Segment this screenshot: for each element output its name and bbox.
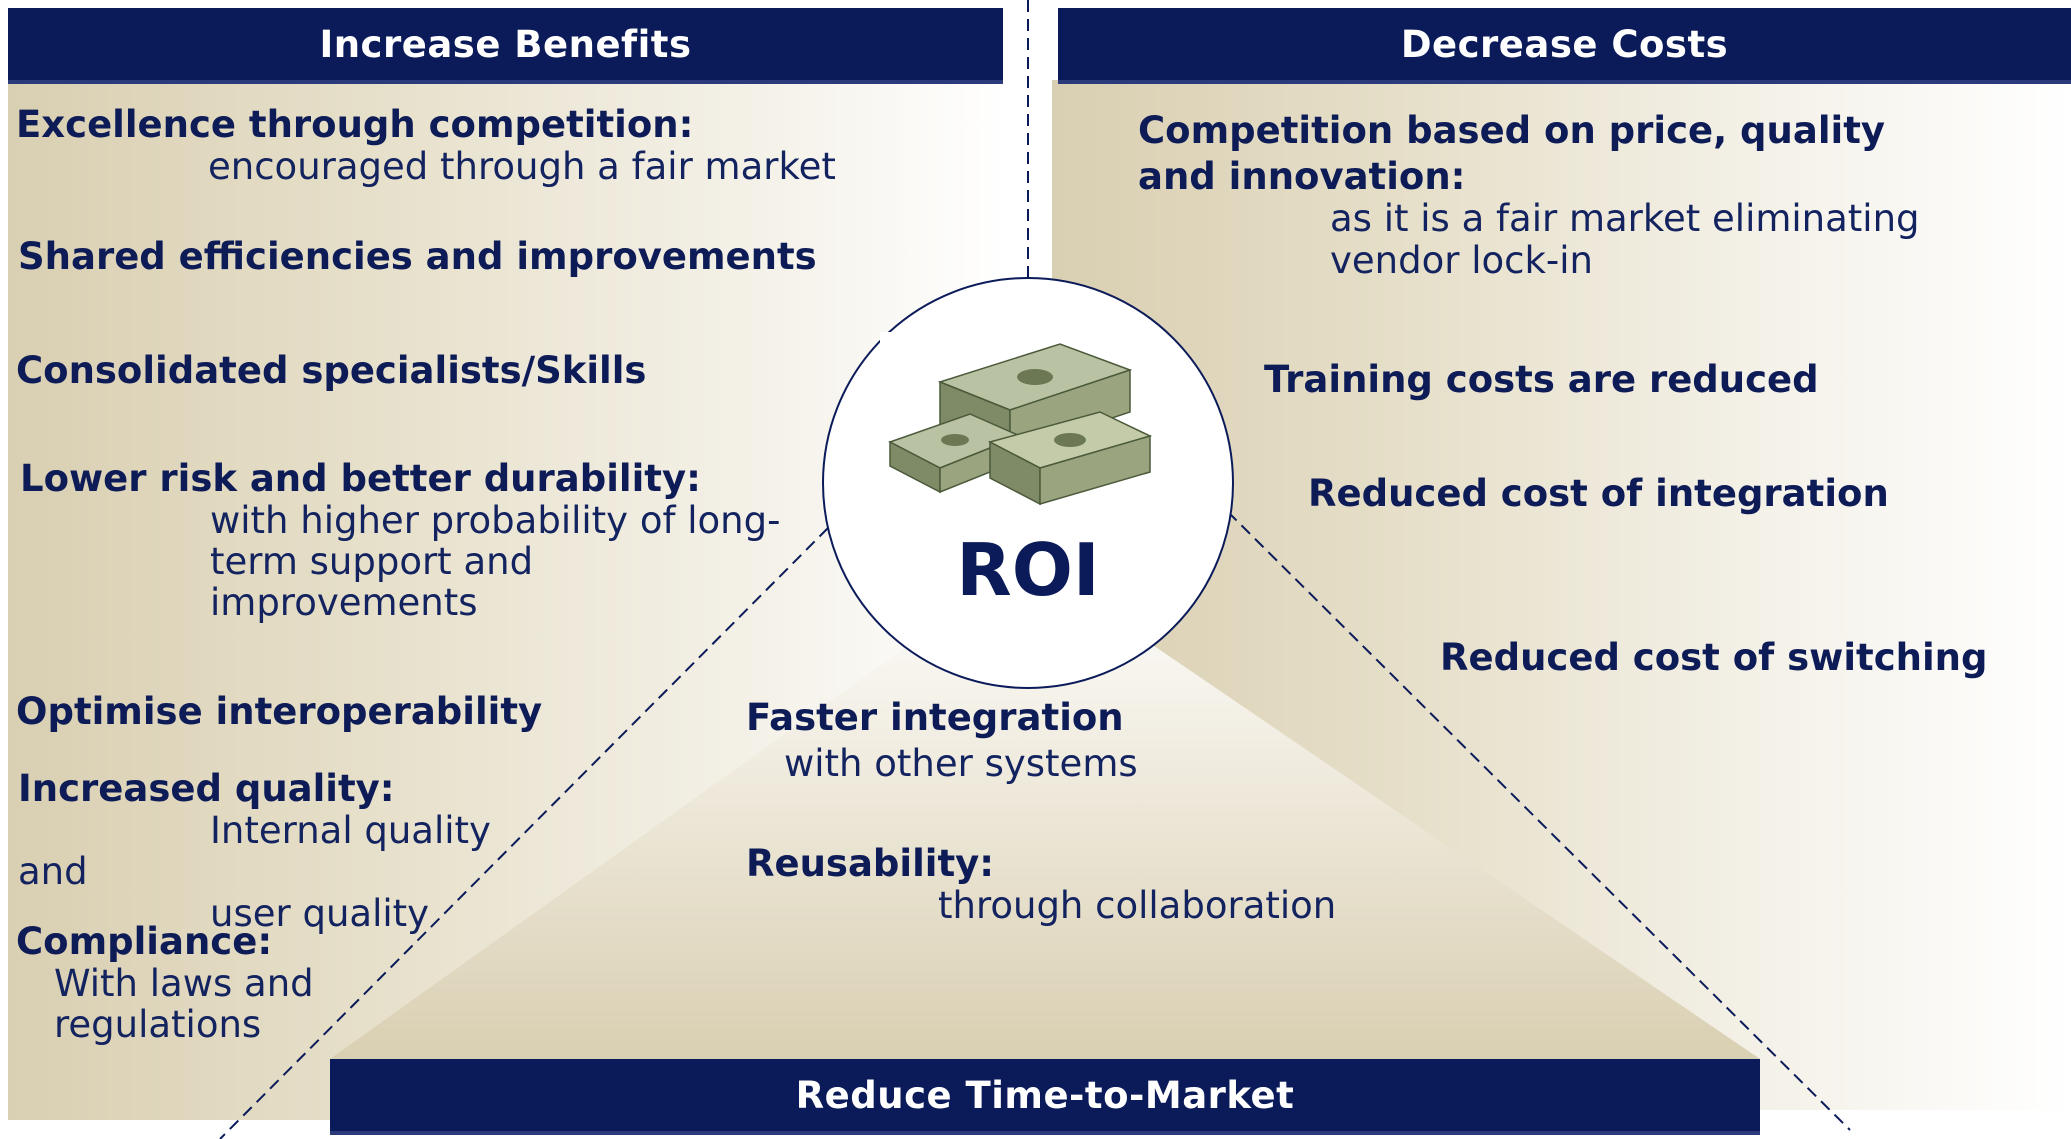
benefit-heading-competition: Excellence through competition: bbox=[16, 103, 694, 146]
benefit-heading-compliance: Compliance: bbox=[16, 920, 273, 963]
benefit-heading-durability: Lower risk and better durability: bbox=[20, 457, 701, 500]
benefit-detail-durability-line1: with higher probability of long- bbox=[210, 499, 781, 542]
benefit-detail-quality-line1: Internal quality bbox=[210, 809, 491, 852]
benefit-heading-interoperability: Optimise interoperability bbox=[16, 690, 543, 733]
ttm-heading-integration: Faster integration bbox=[746, 696, 1124, 739]
left-diagonal-divider bbox=[219, 527, 829, 1139]
costs-banner: Decrease Costs bbox=[1058, 8, 2071, 80]
benefit-heading-efficiencies: Shared efficiencies and improvements bbox=[18, 235, 817, 278]
benefits-banner: Increase Benefits bbox=[8, 8, 1003, 80]
ttm-detail-integration: with other systems bbox=[784, 742, 1138, 785]
costs-title: Decrease Costs bbox=[1400, 22, 1729, 66]
cost-detail-competition-line1: as it is a fair market eliminating bbox=[1330, 197, 1920, 240]
benefit-detail-compliance-line1: With laws and bbox=[54, 962, 314, 1005]
roi-label: ROI bbox=[956, 528, 1100, 612]
ttm-detail-reusability: through collaboration bbox=[938, 884, 1337, 927]
cost-detail-competition-line2: vendor lock-in bbox=[1330, 239, 1593, 282]
time-to-market-title: Reduce Time-to-Market bbox=[795, 1073, 1295, 1117]
benefit-detail-quality-line2: and bbox=[18, 850, 88, 893]
time-to-market-banner: Reduce Time-to-Market bbox=[330, 1059, 1760, 1131]
money-stack-icon bbox=[880, 332, 1164, 512]
cost-heading-integration: Reduced cost of integration bbox=[1308, 472, 1889, 515]
cost-heading-competition-line2: and innovation: bbox=[1138, 155, 1466, 198]
cost-heading-switching: Reduced cost of switching bbox=[1440, 636, 1988, 679]
ttm-heading-reusability: Reusability: bbox=[746, 842, 995, 885]
cost-heading-competition-line1: Competition based on price, quality bbox=[1138, 109, 1886, 152]
time-to-market-region bbox=[330, 560, 1760, 1059]
benefit-detail-durability-line3: improvements bbox=[210, 581, 478, 624]
right-diagonal-divider bbox=[1227, 511, 1851, 1131]
benefit-heading-quality: Increased quality: bbox=[18, 767, 395, 810]
benefit-heading-specialists: Consolidated specialists/Skills bbox=[16, 349, 647, 392]
benefit-detail-competition: encouraged through a fair market bbox=[208, 145, 836, 188]
cost-heading-training: Training costs are reduced bbox=[1264, 358, 1819, 401]
benefit-detail-durability-line2: term support and bbox=[210, 540, 534, 583]
benefit-detail-quality-line3: user quality bbox=[210, 892, 430, 935]
benefit-detail-compliance-line2: regulations bbox=[54, 1003, 262, 1046]
benefits-title: Increase Benefits bbox=[319, 22, 692, 66]
